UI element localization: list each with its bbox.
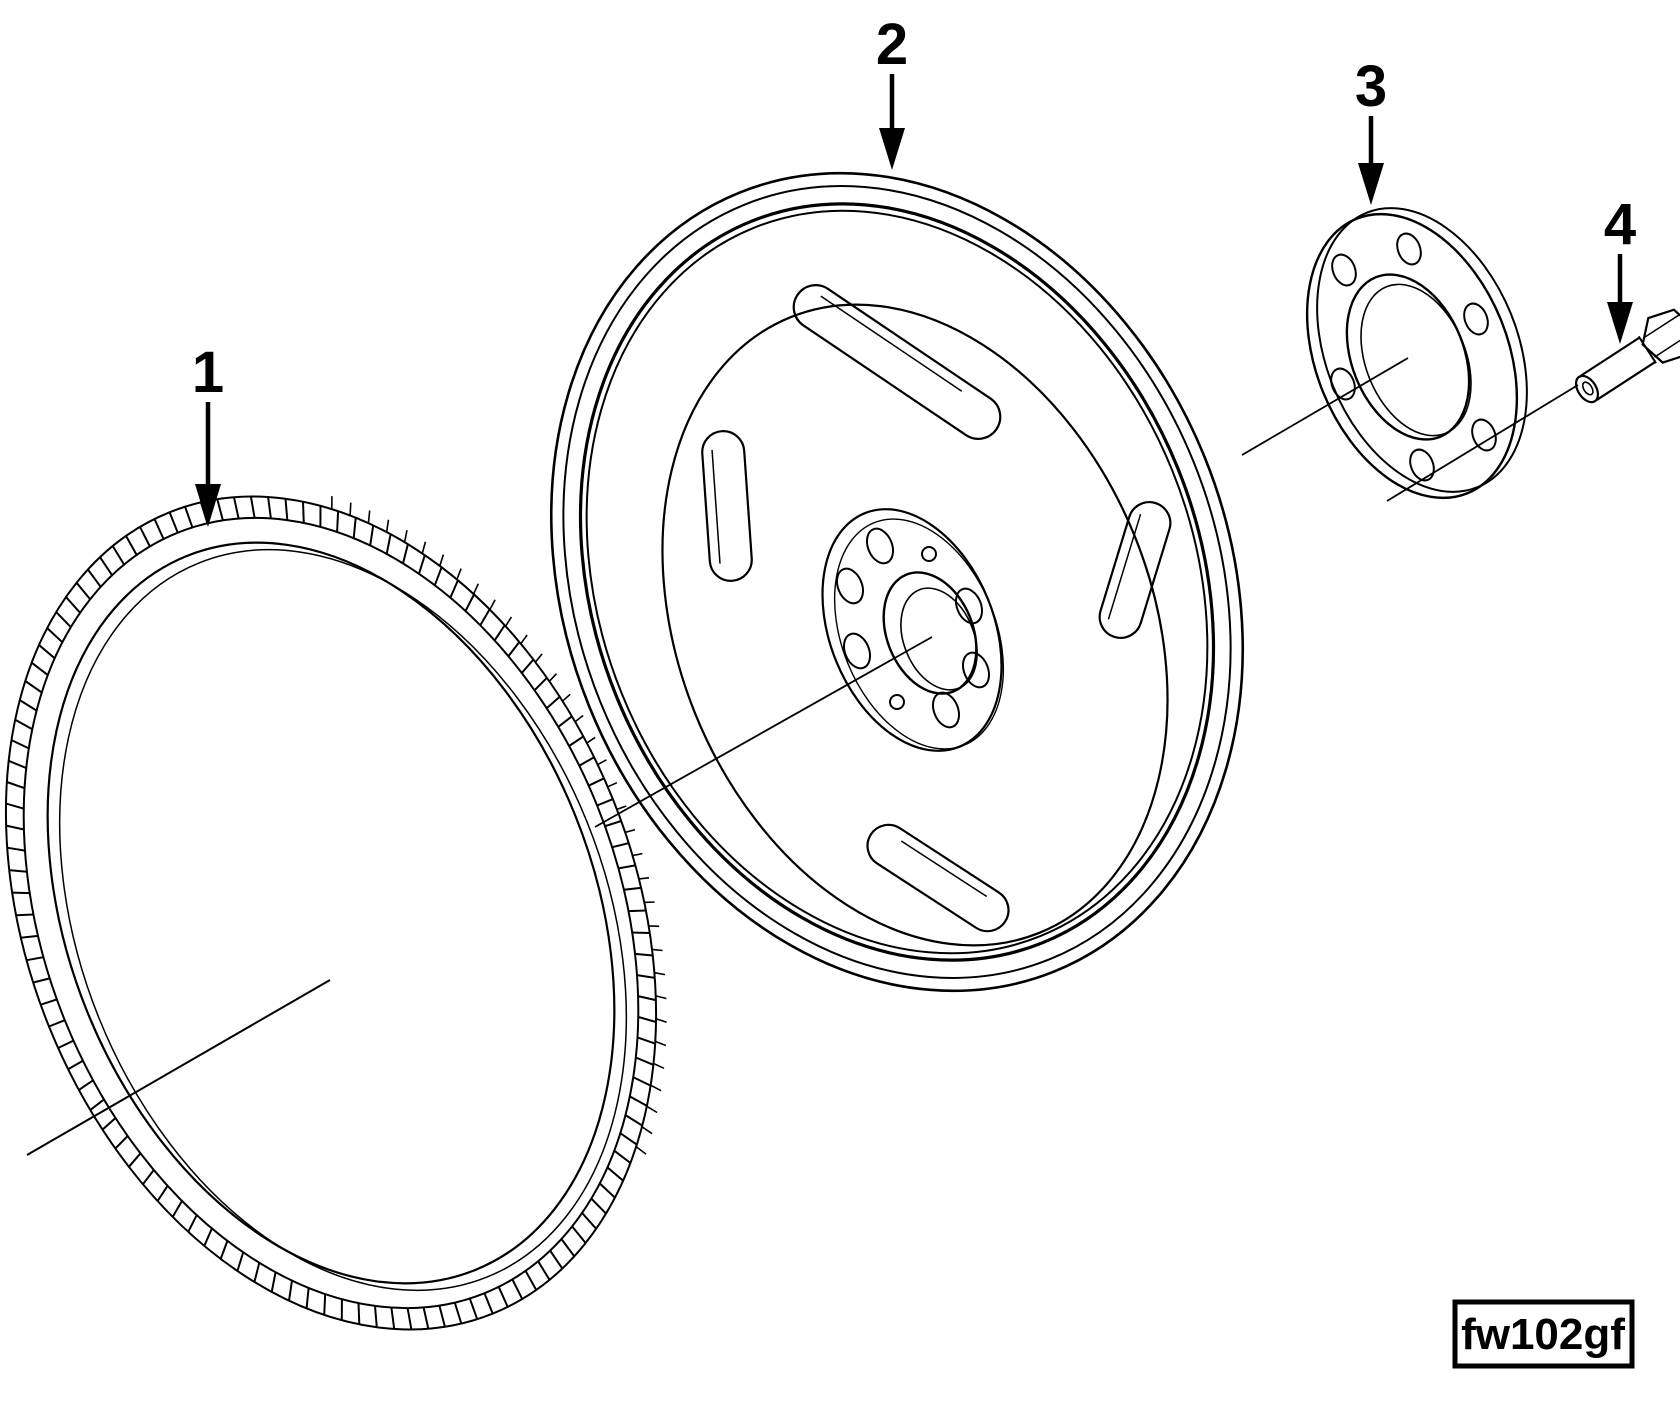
callout-2-number: 2 [876, 12, 908, 77]
leader-line-ring-gear [26, 979, 331, 1156]
spacer-center-hole-depth [1360, 283, 1472, 437]
hub-dowel-hole [889, 694, 905, 710]
spacer-plate [1305, 207, 1528, 500]
hub-bolt-hole [961, 651, 991, 689]
spacer-bolt-hole [1409, 448, 1435, 482]
hub-bolt-hole [835, 567, 865, 605]
flywheel-rim-groove-inner [585, 209, 1209, 955]
bolt-tip-chamfer [1581, 381, 1594, 396]
callout-1-number: 1 [192, 340, 224, 405]
bolt-hex-head [1641, 308, 1680, 364]
hub-bolt-hole [842, 632, 872, 670]
ring-gear-tooth-inner-edge [22, 516, 640, 1310]
bolt-shank-edge [1580, 336, 1641, 377]
bolt-head-facet [1654, 333, 1680, 358]
figure-code-border [1452, 1299, 1635, 1369]
hub-bolt-hole [931, 691, 961, 729]
flywheel-rim-edge [562, 185, 1232, 979]
spacer-bolt-hole [1463, 302, 1489, 336]
leader-line-bolt [1386, 384, 1579, 502]
ring-gear-back-inner-edge [58, 548, 628, 1292]
callout-4-number: 4 [1604, 192, 1636, 257]
flywheel-hub [821, 508, 1005, 752]
figure-code-box: fw102gf [1452, 1299, 1635, 1369]
spacer-front-edge [1305, 212, 1519, 500]
leader-line-flywheel [594, 636, 933, 828]
spacer-back-edge [1316, 207, 1528, 493]
callout-3-number: 3 [1355, 54, 1387, 119]
flywheel-slot-top [792, 284, 1002, 440]
hub-boss-depth-edge [833, 518, 1005, 750]
bolt-tip-face [1574, 374, 1600, 404]
flywheel-center-bore [882, 571, 978, 695]
flywheel-rim-groove-outer [578, 202, 1216, 962]
bolt-head-facet [1643, 313, 1680, 339]
callout-1-arrowhead [195, 484, 221, 527]
callout-4: 4 [1604, 192, 1636, 344]
spacer-bolt-hole [1396, 232, 1422, 266]
callout-3-arrowhead [1358, 163, 1384, 205]
spacer-bolt-hole [1331, 253, 1357, 287]
hub-bolt-hole [954, 587, 984, 625]
flywheel-slot-right [1098, 501, 1172, 639]
callout-3: 3 [1355, 54, 1387, 205]
hub-bolt-hole [865, 527, 895, 565]
callout-1: 1 [192, 340, 224, 527]
callout-2: 2 [876, 12, 908, 170]
flywheel [549, 171, 1245, 993]
bolt-shank-edge [1595, 361, 1656, 401]
ring-gear-front-inner-edge [46, 541, 616, 1285]
callout-2-arrowhead [879, 128, 905, 170]
leader-line-spacer [1241, 357, 1409, 456]
ring-gear-teeth-depth [331, 496, 667, 1155]
spacer-bolt-hole [1471, 418, 1497, 452]
callout-4-arrowhead [1607, 302, 1633, 344]
ring-gear [4, 495, 667, 1331]
bolt [1574, 308, 1680, 404]
figure-code-label: fw102gf [1461, 1310, 1625, 1359]
flywheel-face-edge [661, 303, 1169, 947]
spacer-bolt-hole [1330, 367, 1356, 401]
flywheel-slot-left [701, 430, 753, 582]
hub-dowel-hole [921, 546, 937, 562]
ring-gear-teeth [5, 496, 657, 1330]
flywheel-outer-rim [549, 171, 1245, 993]
flywheel-slot-bottom [866, 823, 1010, 933]
